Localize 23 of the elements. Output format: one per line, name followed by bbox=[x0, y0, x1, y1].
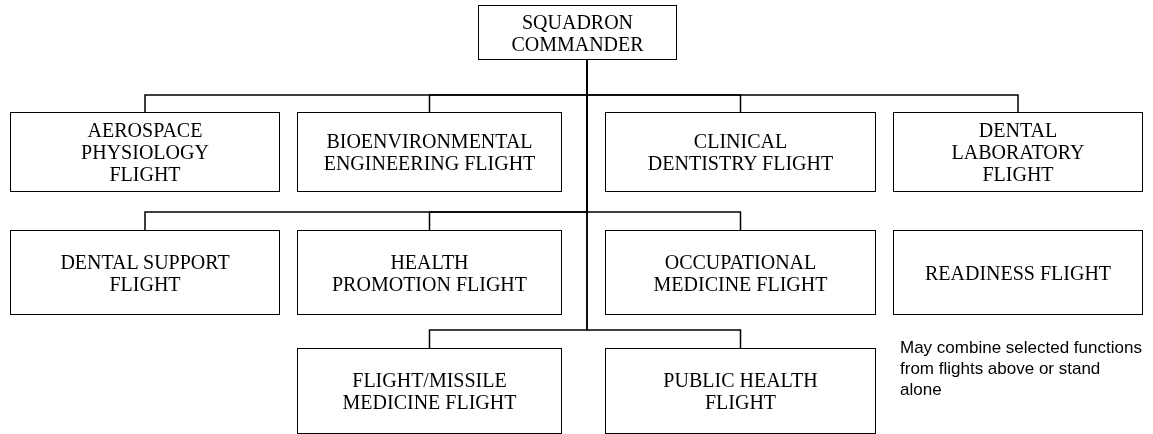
unit-name: DENTAL SUPPORT FLIGHT bbox=[59, 250, 231, 295]
unit-name: CLINICAL DENTISTRY FLIGHT bbox=[646, 130, 835, 174]
unit-name: HEALTH PROMOTION FLIGHT bbox=[331, 250, 528, 295]
unit-name: AEROSPACE PHYSIOLOGY FLIGHT bbox=[80, 119, 210, 185]
org-box bbox=[605, 230, 876, 315]
unit-name: OCCUPATIONAL MEDICINE FLIGHT bbox=[652, 250, 829, 295]
org-box bbox=[297, 112, 562, 192]
org-box bbox=[893, 112, 1143, 192]
org-box bbox=[478, 5, 677, 60]
unit-name: PUBLIC HEALTH FLIGHT bbox=[662, 369, 819, 413]
org-box bbox=[605, 348, 876, 434]
org-box bbox=[10, 112, 280, 192]
unit-name: READINESS FLIGHT bbox=[924, 261, 1112, 284]
unit-name: DENTAL LABORATORY FLIGHT bbox=[950, 119, 1086, 185]
note-text: May combine selected functions from flights above or stand alone bbox=[900, 337, 1143, 400]
org-box bbox=[297, 348, 562, 434]
unit-name: SQUADRON COMMANDER bbox=[510, 10, 645, 55]
org-box bbox=[605, 112, 876, 192]
org-box bbox=[297, 230, 562, 315]
unit-name: BIOENVIRONMENTAL ENGINEERING FLIGHT bbox=[322, 130, 537, 174]
org-box bbox=[893, 230, 1143, 315]
org-box bbox=[10, 230, 280, 315]
unit-name: FLIGHT/MISSILE MEDICINE FLIGHT bbox=[341, 369, 518, 413]
